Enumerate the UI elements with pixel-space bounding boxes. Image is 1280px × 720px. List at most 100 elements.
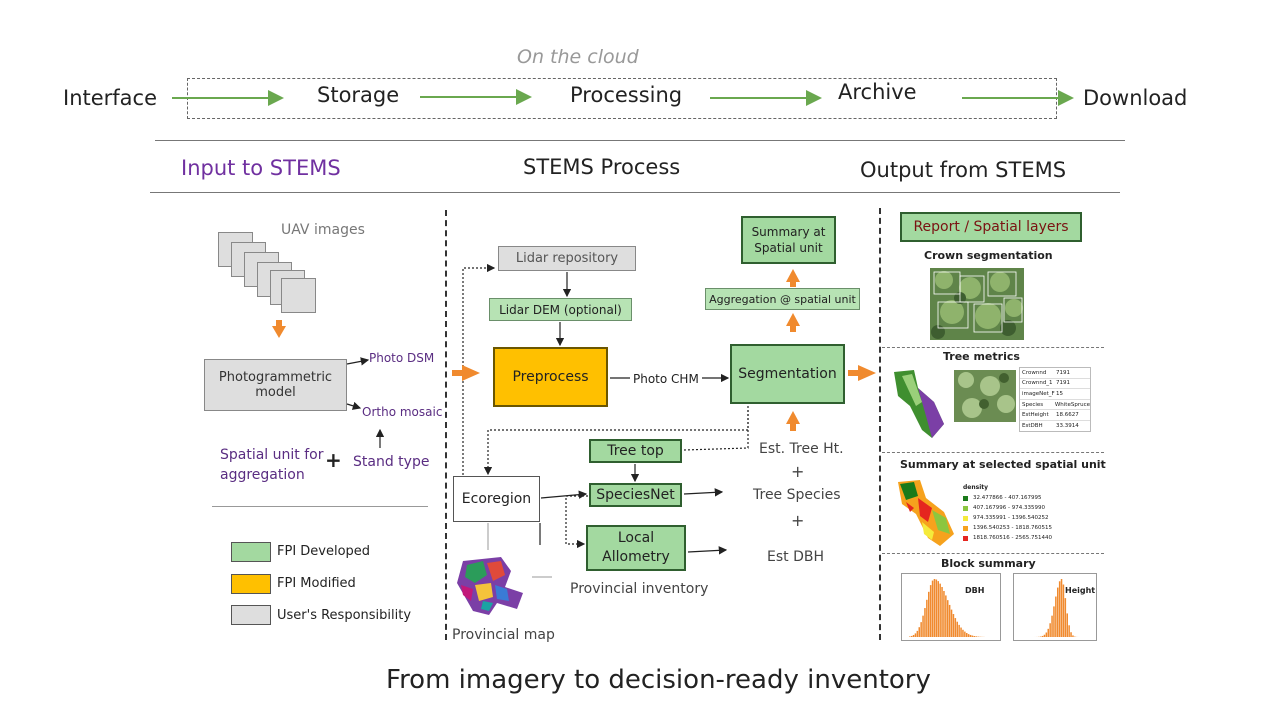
histogram-bar	[960, 627, 962, 637]
histogram-bar	[947, 600, 949, 637]
histogram-bar	[928, 591, 930, 637]
histogram-bar	[929, 585, 932, 637]
est-dbh-label: Est DBH	[767, 549, 824, 565]
report-box: Report / Spatial layers	[900, 212, 1082, 242]
histogram-bar	[975, 636, 977, 637]
histogram-bar	[1057, 587, 1059, 637]
photo-chm-label: Photo CHM	[633, 372, 699, 386]
plus-sign: +	[325, 448, 342, 472]
uav-images-label: UAV images	[281, 222, 365, 238]
histogram-bar	[1045, 632, 1048, 637]
histogram-bar	[941, 586, 943, 637]
workflow-arrows	[172, 89, 1074, 106]
spatial-unit-label: Spatial unit for aggregation	[220, 447, 324, 483]
ecoregion-box: Ecoregion	[453, 476, 540, 522]
density-legend-title: density	[963, 484, 989, 491]
provincial-map-label: Provincial map	[452, 627, 555, 643]
photogrammetric-model-box: Photogrammetric model	[204, 359, 347, 411]
speciesnet-box: SpeciesNet	[589, 483, 682, 507]
tree-species-label: Tree Species	[753, 487, 841, 503]
histogram-bar	[922, 615, 924, 637]
histogram-bar	[956, 621, 958, 637]
local-allometry-box: Local Allometry	[586, 525, 686, 571]
histogram-dbh	[901, 573, 1001, 641]
histogram-bar	[931, 580, 934, 637]
histogram-bar	[1058, 581, 1061, 637]
divider-right	[879, 208, 881, 640]
histogram-bar	[967, 634, 970, 637]
heading-input: Input to STEMS	[181, 156, 341, 180]
histogram-bar	[958, 624, 960, 637]
plus-2: +	[791, 511, 805, 530]
cloud-label: On the cloud	[517, 46, 639, 68]
histogram-bar	[1068, 625, 1070, 637]
heading-process: STEMS Process	[523, 155, 681, 179]
crown-segmentation-title: Crown segmentation	[924, 249, 1053, 262]
step-archive: Archive	[838, 80, 917, 104]
histogram-bar	[950, 609, 953, 637]
histogram-bar	[943, 590, 945, 637]
histogram-bar	[1043, 634, 1046, 637]
histogram-bar	[1066, 613, 1068, 637]
histogram-bar	[1055, 596, 1057, 637]
histogram-bar	[1072, 635, 1074, 637]
output-divider-2	[882, 452, 1104, 453]
density-legend: 32.477866 - 407.167995 407.167996 - 974.…	[963, 493, 1052, 543]
divider-top	[155, 140, 1125, 141]
histogram-bar	[1064, 598, 1067, 637]
heading-output: Output from STEMS	[860, 158, 1067, 182]
segmentation-box: Segmentation	[730, 344, 845, 404]
legend-label-modified: FPI Modified	[277, 576, 356, 591]
step-storage: Storage	[317, 83, 400, 107]
stand-type-label: Stand type	[353, 454, 430, 470]
histogram-bar	[1060, 579, 1063, 637]
est-tree-ht-label: Est. Tree Ht.	[759, 441, 844, 457]
legend-divider	[212, 506, 428, 507]
histogram-bar	[1051, 615, 1053, 637]
uav-image-stack	[215, 230, 316, 315]
step-processing: Processing	[570, 83, 683, 107]
summary-selected-title: Summary at selected spatial unit	[900, 458, 1106, 471]
histogram-bar	[973, 636, 976, 637]
histogram-bar	[1049, 623, 1051, 637]
tree-metrics-map	[894, 370, 944, 438]
histogram-bar	[945, 595, 947, 637]
histogram-bar	[1041, 635, 1044, 637]
photogrammetric-label: Photogrammetric model	[218, 370, 333, 400]
histogram-bar	[937, 581, 939, 637]
histogram-bar	[918, 627, 920, 637]
legend-label-user: User's Responsibility	[277, 608, 412, 623]
ortho-mosaic-label: Ortho mosaic	[362, 405, 443, 419]
footer-caption: From imagery to decision-ready inventory	[386, 665, 931, 695]
histogram-bar	[924, 608, 926, 637]
histogram-bar	[1062, 584, 1065, 637]
histogram-bar	[926, 599, 928, 637]
histogram-bar	[962, 629, 964, 637]
histogram-bar	[964, 631, 966, 637]
summary-spatial-box: Summary at Spatial unit	[741, 216, 836, 264]
divider-header	[150, 192, 1120, 193]
output-divider-3	[882, 553, 1104, 554]
preprocess-box: Preprocess	[493, 347, 608, 407]
histogram-bar	[952, 614, 955, 637]
histogram-bar	[939, 583, 941, 637]
lidar-dem-box: Lidar DEM (optional)	[489, 298, 632, 321]
step-download: Download	[1083, 86, 1188, 110]
histogram-bar	[1070, 632, 1072, 637]
step-interface: Interface	[63, 86, 158, 110]
histogram-bar	[966, 633, 968, 637]
histogram-bar	[933, 579, 936, 637]
divider-left	[445, 210, 447, 640]
aggregation-box: Aggregation @ spatial unit	[705, 288, 860, 310]
legend-swatch-developed	[231, 542, 271, 562]
tree-metrics-title: Tree metrics	[943, 350, 1020, 363]
lidar-repository-box: Lidar repository	[498, 246, 636, 271]
histogram-bar	[1053, 606, 1055, 637]
histogram-bar	[920, 622, 922, 637]
photo-dsm-label: Photo DSM	[369, 351, 435, 365]
histogram-bar	[948, 604, 951, 637]
density-map	[898, 480, 954, 546]
histogram-bar	[1047, 628, 1049, 637]
